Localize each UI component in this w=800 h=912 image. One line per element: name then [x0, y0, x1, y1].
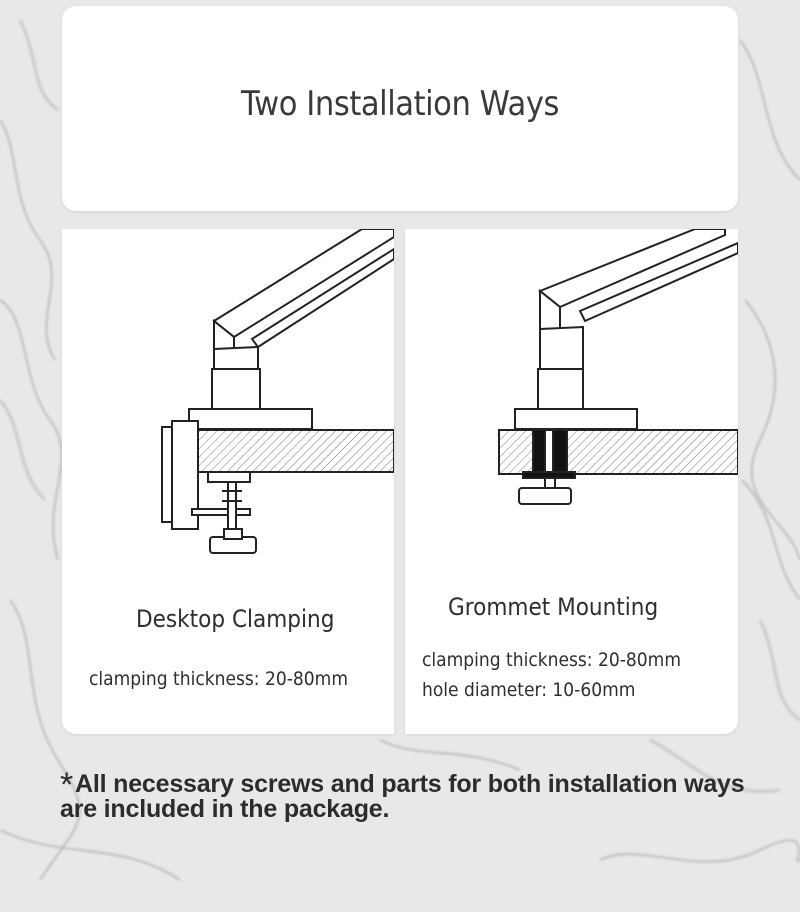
- desk-clamp-illustration: [161, 229, 394, 554]
- grommet-mount-illustration: [498, 229, 738, 505]
- grommet-spec-hole: hole diameter: 10-60mm: [422, 679, 636, 701]
- desktop-clamping-spec: clamping thickness: 20-80mm: [89, 668, 349, 690]
- grommet-mounting-panel: Grommet Mounting clamping thickness: 20-…: [405, 229, 738, 734]
- grommet-spec-thickness: clamping thickness: 20-80mm: [422, 649, 682, 671]
- footnote-marker: *: [60, 766, 74, 804]
- title-card: Two Installation Ways: [62, 6, 738, 211]
- grommet-mounting-title: Grommet Mounting: [448, 593, 659, 621]
- page-title: Two Installation Ways: [241, 84, 559, 124]
- desktop-clamping-panel: Desktop Clamping clamping thickness: 20-…: [62, 229, 394, 734]
- footnote: *All necessary screws and parts for both…: [60, 768, 780, 823]
- footnote-text: All necessary screws and parts for both …: [60, 770, 745, 823]
- desktop-clamping-title: Desktop Clamping: [136, 605, 335, 633]
